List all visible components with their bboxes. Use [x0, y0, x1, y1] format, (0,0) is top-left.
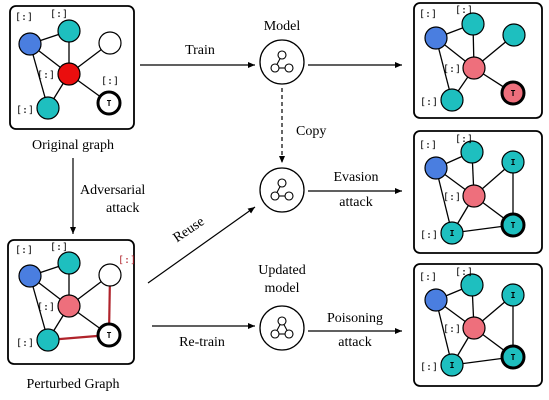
graph-node-teal: [57, 19, 81, 43]
perturbed-graph-label: Perturbed Graph: [27, 377, 120, 392]
injected-node-label: I: [511, 158, 516, 167]
feature-tag: [:]: [101, 76, 119, 87]
evasion-result-graph-panel: I I T [:] [:] [:] [:]: [413, 130, 543, 254]
graph-node-pink: [462, 56, 486, 80]
graph-node-red: [57, 62, 81, 86]
graph-node-blue: [424, 156, 448, 180]
feature-tag: [:]: [37, 302, 55, 313]
evasion-attack-label: attack: [339, 195, 372, 210]
graph-node-blue: [18, 32, 42, 56]
target-node: [96, 322, 122, 348]
feature-tag: [:]: [15, 12, 33, 23]
graph-node-pink: [462, 184, 486, 208]
graph-node-teal: [36, 328, 60, 352]
graph-node-teal: [460, 273, 484, 297]
perturbed-feature-tag: [:]: [118, 255, 136, 266]
injected-node: [440, 353, 464, 377]
graph-node-teal: [461, 12, 485, 36]
target-node: [500, 212, 526, 238]
feature-tag: [:]: [420, 362, 438, 373]
reuse-label: Reuse: [171, 214, 208, 246]
target-node: [500, 344, 526, 370]
feature-tag: [:]: [419, 140, 437, 151]
updated-model-icon: [259, 305, 305, 351]
poisoning-label: Poisoning: [327, 311, 383, 326]
feature-tag: [:]: [455, 5, 473, 16]
graph-node-teal: [440, 88, 464, 112]
retrain-label: Re-train: [179, 335, 225, 350]
feature-tag: [:]: [455, 267, 473, 278]
feature-tag: [:]: [419, 9, 437, 20]
adversarial-label: Adversarial: [80, 183, 145, 198]
graph-node-teal: [502, 23, 526, 47]
feature-tag: [:]: [455, 134, 473, 145]
feature-tag: [:]: [16, 105, 34, 116]
evasion-label: Evasion: [333, 170, 378, 185]
feature-tag: [:]: [50, 242, 68, 253]
feature-tag: [:]: [16, 338, 34, 349]
copy-label: Copy: [296, 124, 326, 139]
reuse-arrow: [147, 206, 256, 284]
feature-tag: [:]: [443, 324, 461, 335]
graph-node-blue: [18, 264, 42, 288]
clean-result-graph-panel: T [:] [:] [:] [:]: [413, 2, 543, 119]
updated-label: Updated: [258, 263, 305, 278]
train-label: Train: [185, 43, 215, 58]
injected-node-label: I: [450, 361, 455, 370]
target-node-label: T: [107, 99, 112, 108]
target-node: [96, 90, 122, 116]
graph-node-pink: [462, 316, 486, 340]
model-label: Model: [264, 19, 301, 34]
injected-node: [501, 283, 525, 307]
target-node: [500, 80, 526, 106]
poisoning-result-graph-panel: I I T [:] [:] [:] [:]: [413, 263, 543, 387]
model-icon: [259, 39, 305, 85]
poisoning-attack-label: attack: [338, 335, 371, 350]
target-node-label: T: [511, 221, 516, 230]
feature-tag: [:]: [420, 230, 438, 241]
perturbed-graph-panel: T [:] [:] [:] [:] [:]: [7, 239, 136, 365]
graph-node-teal: [57, 251, 81, 275]
graph-node-blue: [424, 26, 448, 50]
feature-tag: [:]: [15, 245, 33, 256]
graph-node-pink: [57, 294, 81, 318]
original-graph-panel: T [:] [:] [:] [:] [:]: [9, 5, 135, 130]
target-node-label: T: [511, 353, 516, 362]
updated-model-label: model: [265, 281, 300, 296]
feature-tag: [:]: [50, 9, 68, 20]
injected-node: [440, 221, 464, 245]
copied-model-icon: [259, 167, 305, 213]
adversarial-attack-label: attack: [106, 201, 139, 216]
graph-node-teal: [460, 140, 484, 164]
feature-tag: [:]: [443, 64, 461, 75]
injected-node-label: I: [511, 291, 516, 300]
injected-node-label: I: [450, 229, 455, 238]
graph-node-white: [98, 31, 122, 55]
graph-node-teal: [36, 96, 60, 120]
feature-tag: [:]: [37, 70, 55, 81]
graph-node-white: [98, 263, 122, 287]
target-node-label: T: [511, 89, 516, 98]
feature-tag: [:]: [443, 192, 461, 203]
original-graph-label: Original graph: [32, 138, 114, 153]
feature-tag: [:]: [420, 97, 438, 108]
injected-node: [501, 150, 525, 174]
feature-tag: [:]: [419, 272, 437, 283]
target-node-label: T: [107, 331, 112, 340]
graph-node-blue: [424, 288, 448, 312]
